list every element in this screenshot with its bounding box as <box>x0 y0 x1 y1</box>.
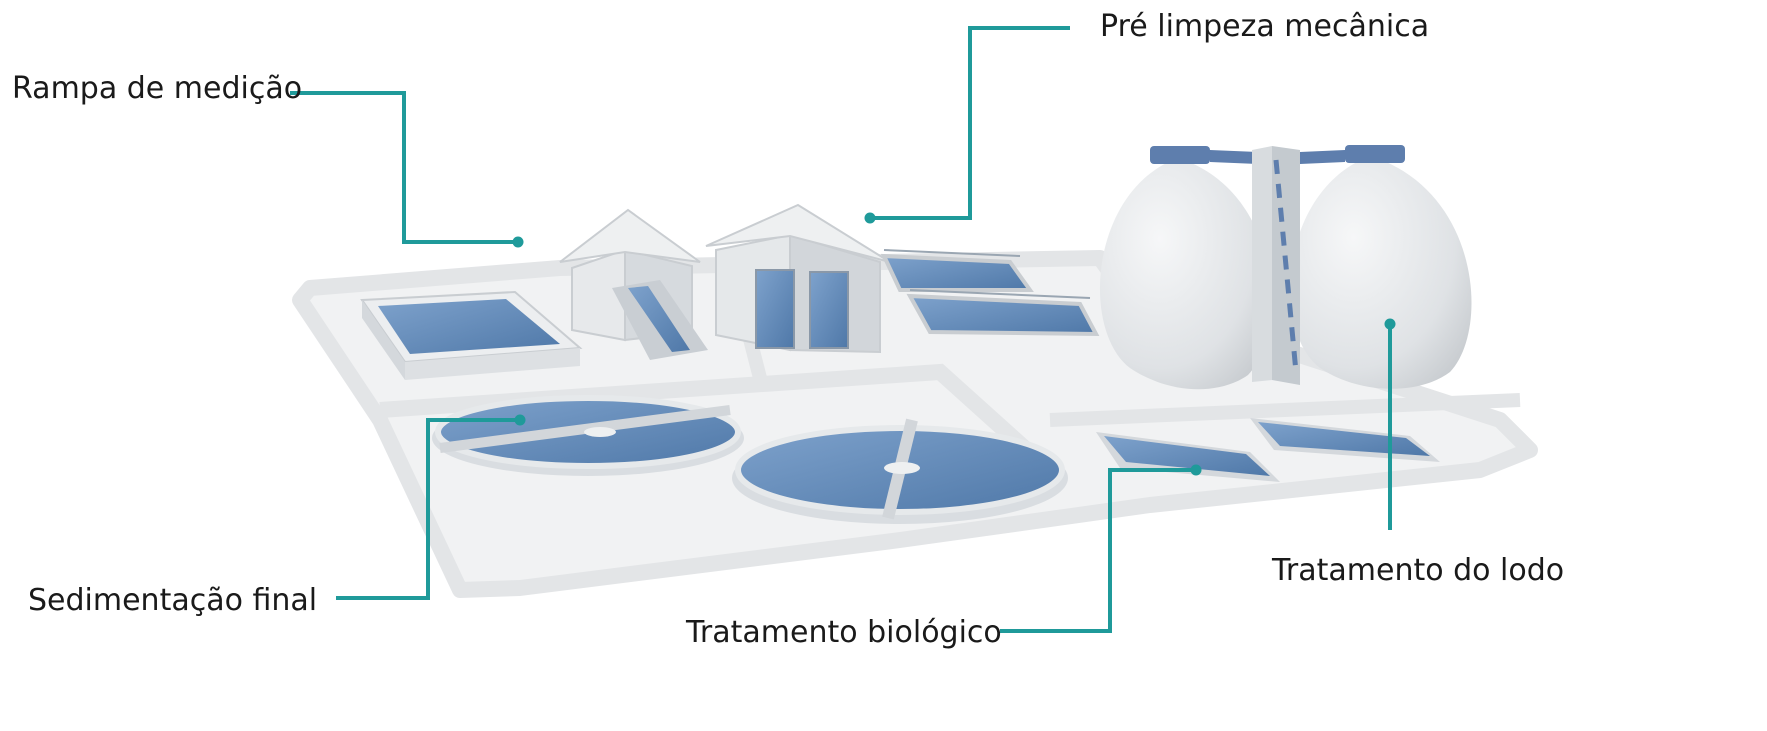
label-pre-limpeza-mecanica: Pré limpeza mecânica <box>1100 9 1430 44</box>
label-rampa-de-medicao: Rampa de medição <box>12 71 303 106</box>
small-house <box>559 208 708 360</box>
label-sedimentacao-final: Sedimentação final <box>28 583 318 618</box>
leader-pre-limpeza <box>870 26 1070 220</box>
label-tratamento-biologico: Tratamento biológico <box>686 615 1002 650</box>
leader-biologico <box>1000 468 1196 633</box>
leader-rampa <box>290 91 518 244</box>
leader-lines <box>290 26 1392 633</box>
measurement-basin <box>360 290 583 380</box>
leader-dots <box>512 212 1396 476</box>
clarifier-left <box>432 395 744 476</box>
clarifier-right <box>732 418 1068 524</box>
pre-cleaning-channels <box>880 249 1100 337</box>
label-tratamento-do-lodo: Tratamento do lodo <box>1272 553 1565 588</box>
large-house <box>705 203 891 354</box>
leader-sedimentacao <box>336 418 520 600</box>
sludge-digesters <box>1099 145 1472 390</box>
